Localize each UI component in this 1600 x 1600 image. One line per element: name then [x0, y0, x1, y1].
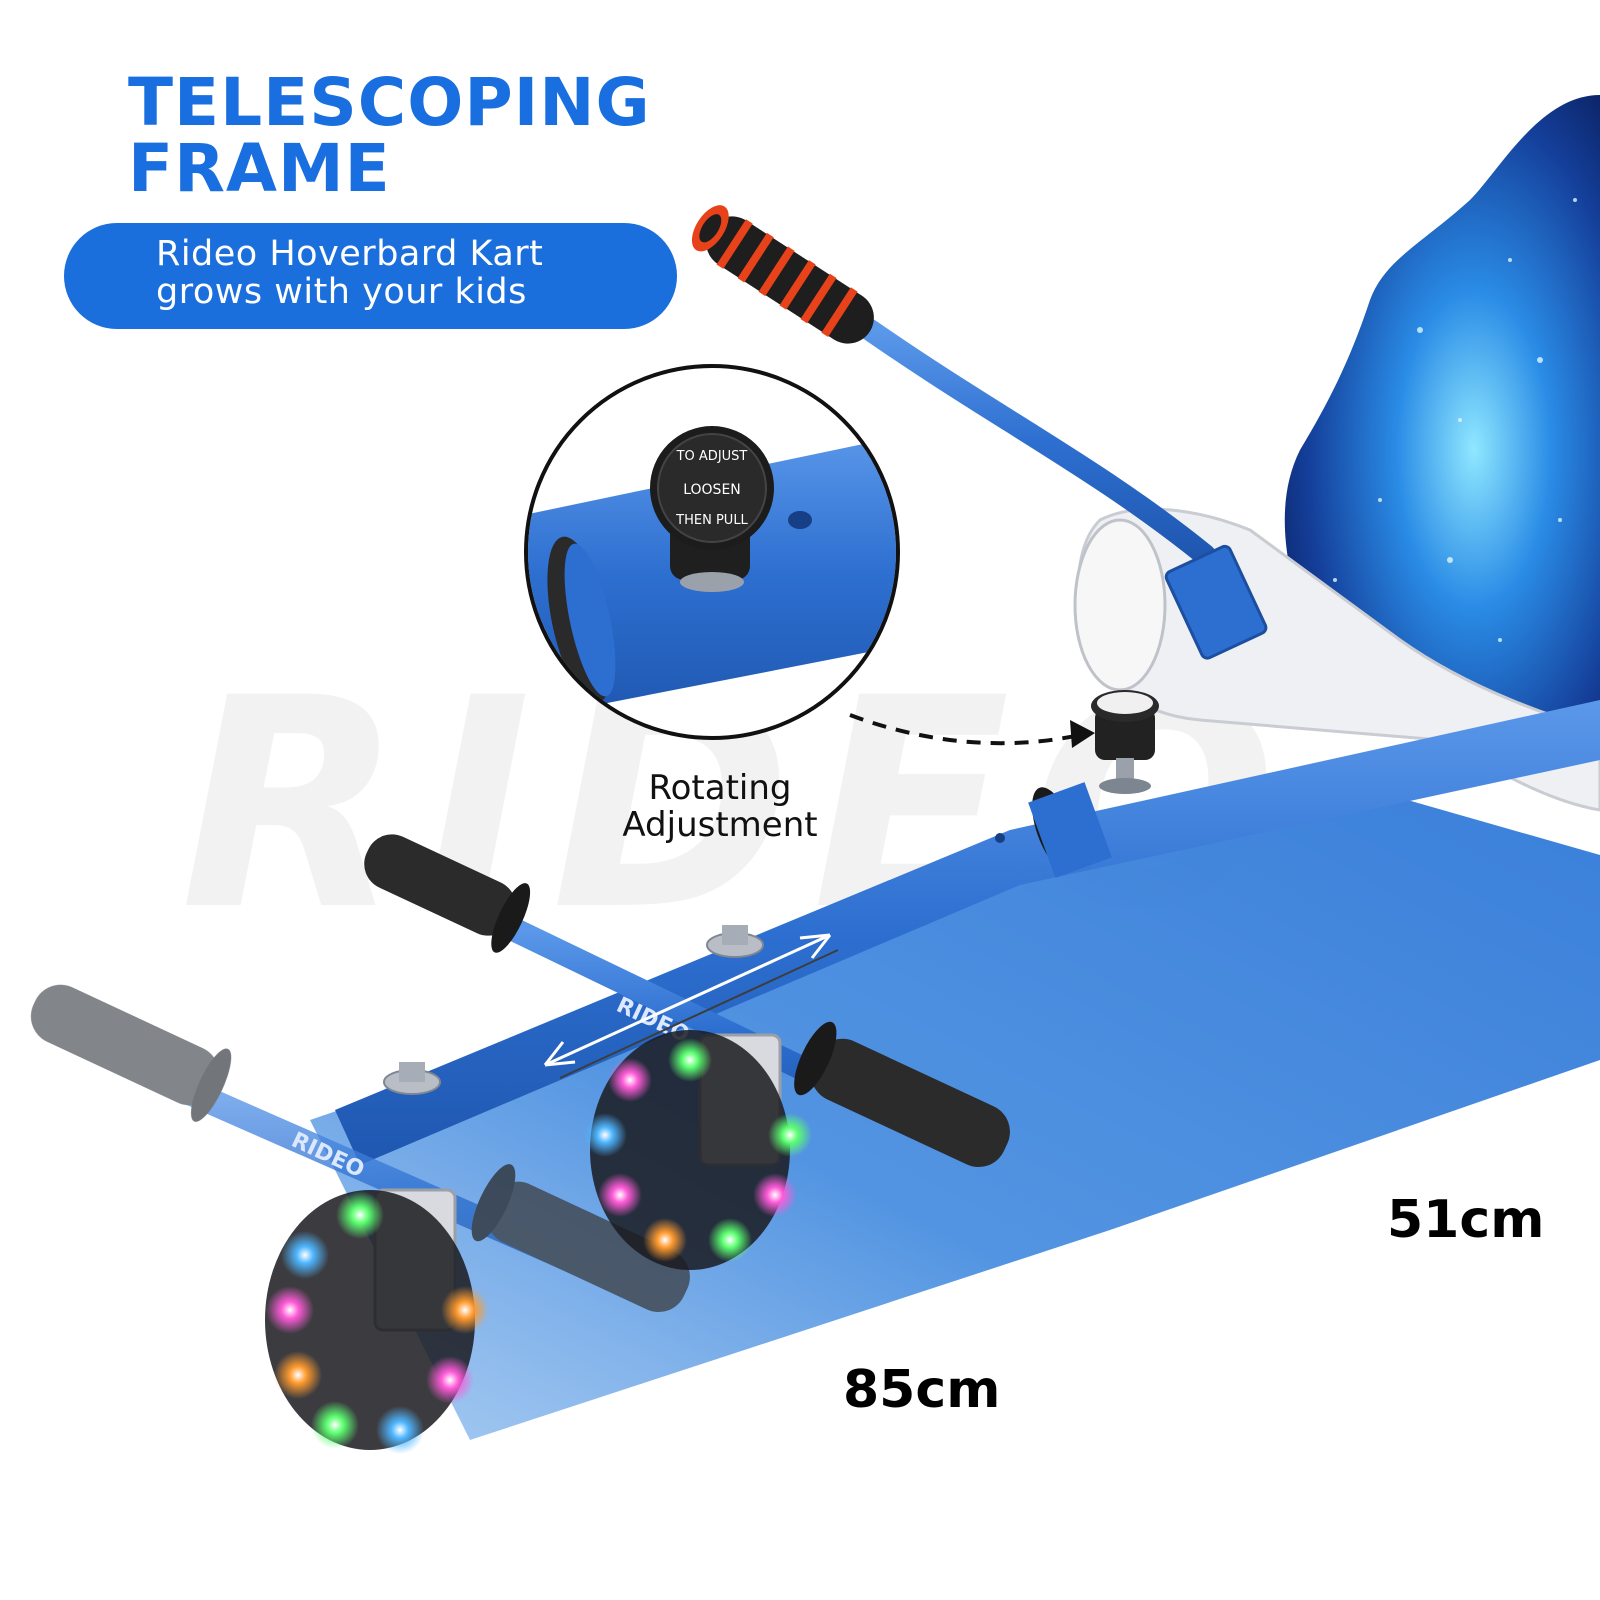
tagline-line-1: Rideo Hoverbard Kart	[156, 234, 544, 274]
rear-handlebar	[364, 834, 1010, 1168]
main-frame-tube	[335, 700, 1600, 1165]
seat-speckles	[1333, 198, 1577, 642]
led-wheel-rear	[583, 1030, 812, 1270]
adjustment-knob	[1091, 690, 1159, 794]
rotating-adjustment-label: Rotating Adjustment	[600, 770, 840, 844]
callout-label-line-2: Adjustment	[622, 805, 818, 845]
bolt-rear	[706, 925, 764, 958]
steering-lever	[859, 319, 1216, 566]
dashed-arrow-icon	[849, 713, 1095, 748]
callout-label-line-1: Rotating	[648, 768, 792, 808]
telescoping-sleeve-joint	[995, 782, 1112, 878]
tagline-line-2: grows with your kids	[156, 272, 527, 312]
seat	[1284, 95, 1600, 739]
bolt-front	[383, 1062, 441, 1095]
headline-line-2: FRAME	[128, 130, 391, 207]
knob-text-top: TO ADJUST	[676, 449, 748, 464]
lever-bracket	[1164, 544, 1268, 660]
width-dimension: 51cm	[1387, 1190, 1545, 1250]
knob-text-bottom: THEN PULL	[675, 513, 748, 528]
led-wheel-front	[265, 1190, 489, 1454]
headline: TELESCOPING FRAME	[128, 70, 651, 202]
lever-foam-handle	[691, 205, 874, 344]
magnifier-callout: TO ADJUST LOOSEN THEN PULL	[524, 364, 900, 740]
knob-text-middle: LOOSEN	[683, 482, 741, 498]
hoverboard-wheel	[1073, 518, 1167, 692]
length-dimension: 85cm	[843, 1360, 1001, 1420]
headline-line-1: TELESCOPING	[128, 64, 651, 141]
telescoping-double-arrow-icon	[543, 933, 839, 1079]
tagline-pill: Rideo Hoverbard Kart grows with your kid…	[64, 223, 677, 329]
